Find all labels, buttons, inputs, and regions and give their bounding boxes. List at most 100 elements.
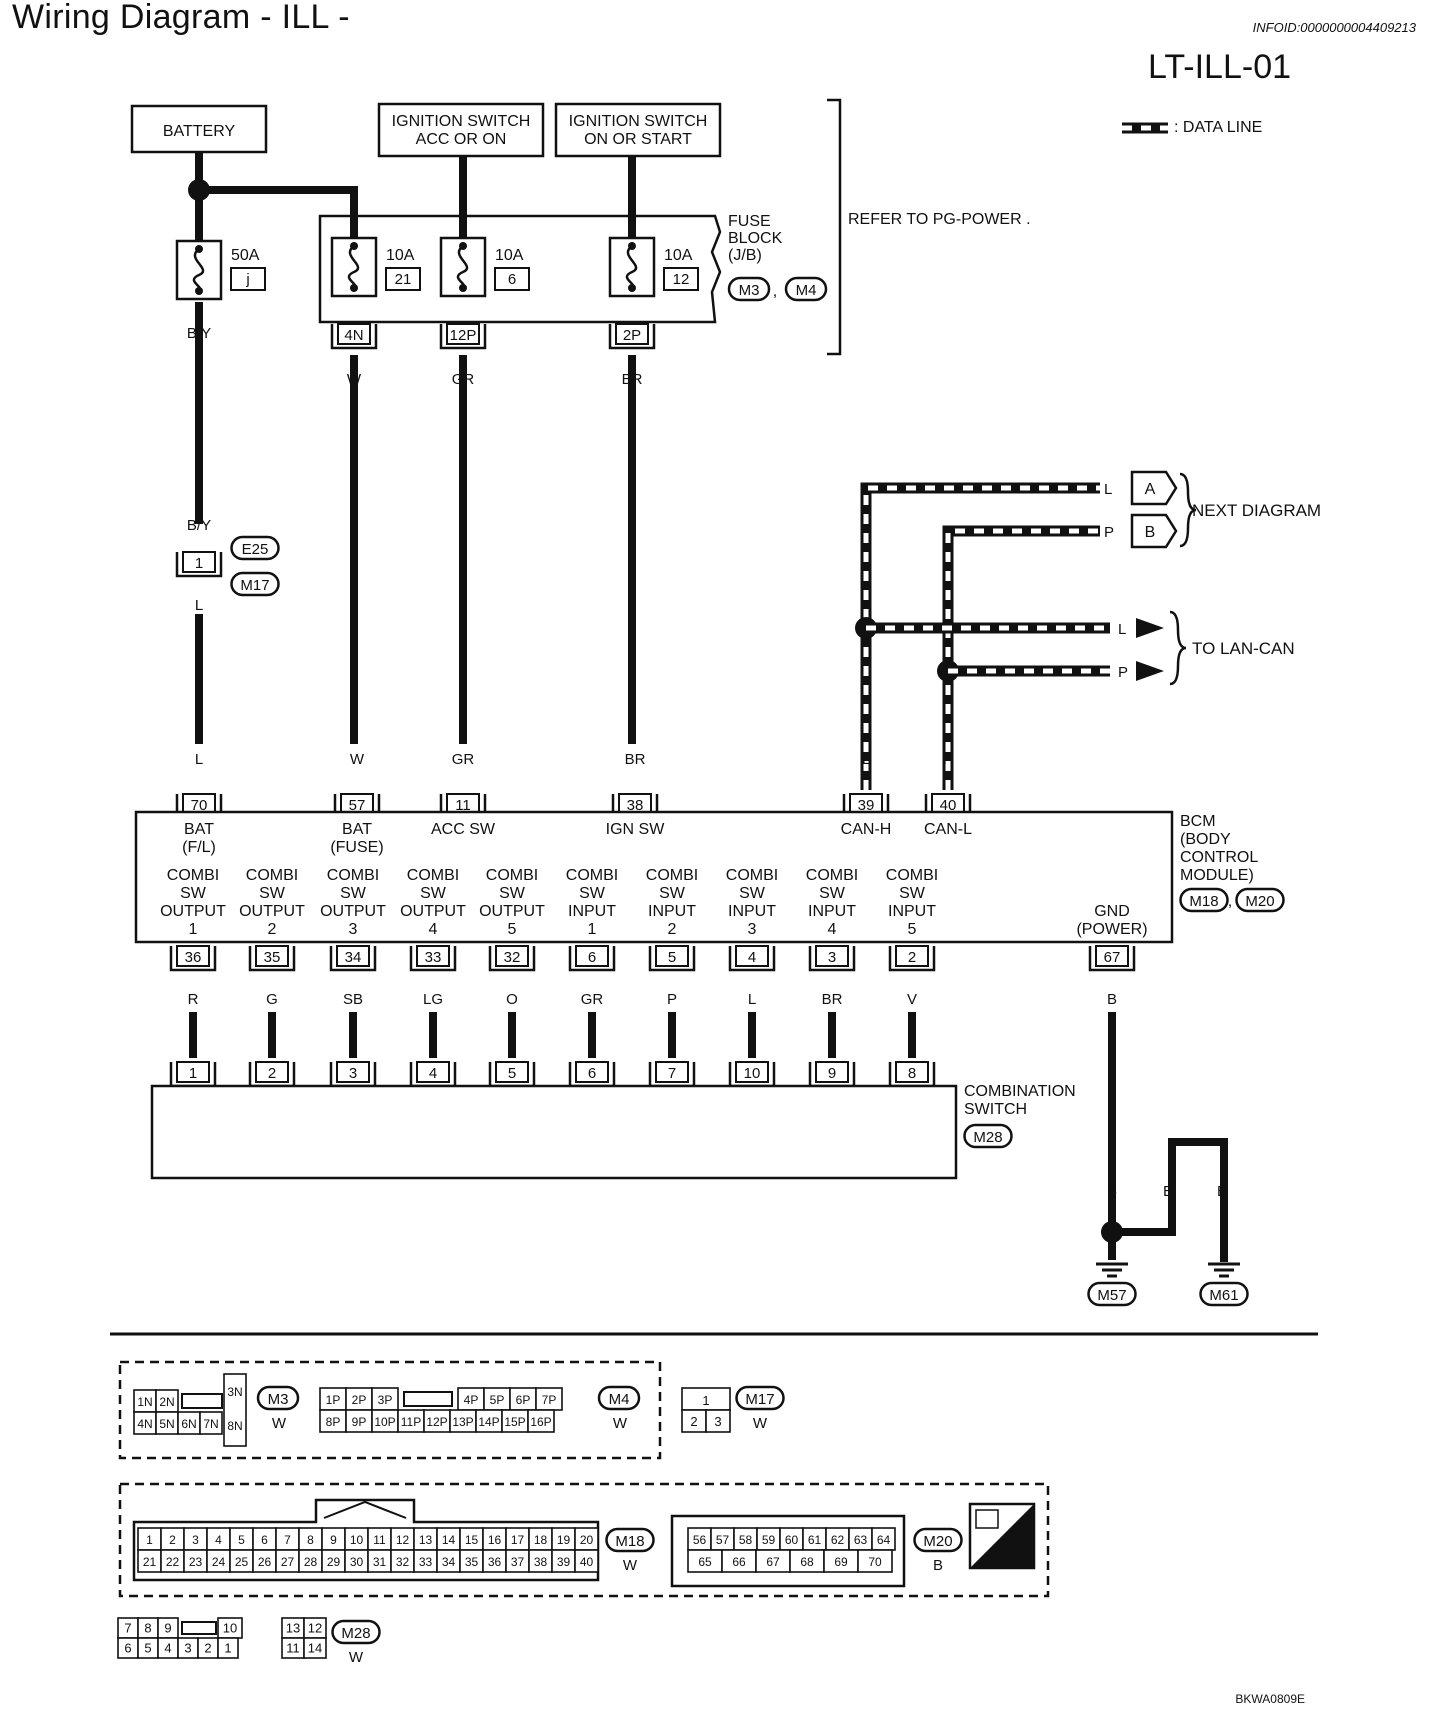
m20-cell: 57 xyxy=(716,1533,730,1547)
pin-box xyxy=(655,945,689,967)
legend-label: : DATA LINE xyxy=(1174,119,1262,136)
bcm-bottom-pin-label: 3 xyxy=(349,921,358,938)
connector-bracket xyxy=(248,946,296,972)
ignition-on-box xyxy=(554,102,722,158)
combi-switch-pin: 4 xyxy=(429,1065,437,1082)
fuse-amp: 50A xyxy=(231,247,260,264)
m18-cell: 27 xyxy=(281,1555,295,1569)
m4-cell: 16P xyxy=(530,1415,551,1429)
connector-bracket xyxy=(439,324,487,350)
fuse-terminal xyxy=(628,284,636,292)
bcm-bottom-pin-label: SW xyxy=(340,885,367,902)
connector-view-m18-label: M18 xyxy=(615,1533,644,1550)
bcm-bottom-pin-label: SW xyxy=(420,885,447,902)
m18-cell: 16 xyxy=(488,1533,502,1547)
combi-switch-pin: 3 xyxy=(349,1065,357,1082)
bcm-bottom-pin: 34 xyxy=(345,949,362,966)
bcm-bottom-pin-label: INPUT xyxy=(568,903,616,920)
combi-switch-pin: 1 xyxy=(189,1065,197,1082)
wire-color: GR xyxy=(581,991,604,1008)
m3-cell: 8N xyxy=(227,1419,242,1433)
wire-color: L xyxy=(748,991,756,1008)
m4-cell: 6P xyxy=(516,1393,531,1407)
connector-view-m3-label: M3 xyxy=(268,1391,289,1408)
combi-switch-pin: 5 xyxy=(508,1065,516,1082)
m4-cell: 9P xyxy=(352,1415,367,1429)
battery-label: BATTERY xyxy=(163,123,236,140)
fuse-terminal xyxy=(350,284,358,292)
m4-cell: 12P xyxy=(426,1415,447,1429)
wire-color: B/Y xyxy=(187,517,211,534)
connector-color: B xyxy=(933,1557,943,1574)
arrow-icon xyxy=(1136,618,1164,638)
fuse-number: 6 xyxy=(508,271,516,288)
m18-cell: 30 xyxy=(350,1555,364,1569)
m4-cell: 11P xyxy=(401,1415,421,1429)
lan-can-brace xyxy=(1169,610,1187,686)
m18-cell: 28 xyxy=(304,1555,318,1569)
m18-cell: 33 xyxy=(419,1555,433,1569)
pin-box xyxy=(255,945,289,967)
m3-cell: 2N xyxy=(159,1395,174,1409)
m4-cell: 5P xyxy=(490,1393,505,1407)
hs-badge-fill xyxy=(970,1504,1034,1568)
connector-bracket xyxy=(808,946,856,972)
bcm-bottom-pin: 5 xyxy=(668,949,676,966)
m4-cell: 8P xyxy=(326,1415,341,1429)
combi-switch-pin: 8 xyxy=(908,1065,916,1082)
m18-cell: 9 xyxy=(330,1533,337,1547)
bcm-bottom-pin-label: COMBI xyxy=(566,867,618,884)
fuse-feed-wire xyxy=(199,186,358,244)
fuse-amp: 10A xyxy=(386,247,415,264)
bcm-bottom-pin-label: INPUT xyxy=(808,903,856,920)
bcm-label: MODULE) xyxy=(1180,867,1254,884)
fuse-block-label: BLOCK xyxy=(728,230,783,247)
m18-cell: 4 xyxy=(215,1533,222,1547)
connector-key xyxy=(181,1621,217,1635)
m3-cell: 7N xyxy=(203,1417,218,1431)
refer-label: REFER TO PG-POWER . xyxy=(848,211,1031,228)
connector-m4-label: M4 xyxy=(796,282,817,299)
wire-color: V xyxy=(907,991,917,1008)
connector-view-m4-label: M4 xyxy=(609,1391,630,1408)
connector-bracket xyxy=(175,552,223,578)
fuse-terminal xyxy=(459,284,467,292)
m18-cell: 34 xyxy=(442,1555,456,1569)
connector-bracket xyxy=(608,324,656,350)
fuse-block-pin: 2P xyxy=(623,327,641,344)
m18-cell: 31 xyxy=(373,1555,387,1569)
connector-view-m18 xyxy=(605,1527,655,1553)
bcm-bottom-pin-label: COMBI xyxy=(726,867,778,884)
ignition-on-label: IGNITION SWITCH xyxy=(569,113,708,130)
connector-e25-label: E25 xyxy=(242,541,269,558)
connector-m4 xyxy=(784,276,828,302)
bcm-bottom-pin: 4 xyxy=(748,949,756,966)
m18-cell: 12 xyxy=(396,1533,410,1547)
bcm-top-pin-label: CAN-H xyxy=(841,821,892,838)
bcm-bottom-pin-label: 5 xyxy=(508,921,517,938)
m18-cell: 22 xyxy=(166,1555,180,1569)
bcm-bottom-pin-label: SW xyxy=(180,885,207,902)
connector-cell xyxy=(223,1373,247,1447)
connector-color: W xyxy=(613,1415,628,1432)
m18-cell: 21 xyxy=(143,1555,157,1569)
m20-cell: 70 xyxy=(868,1555,882,1569)
fuse-number-box xyxy=(494,267,530,291)
wire-color: BR xyxy=(822,991,843,1008)
connector-cell xyxy=(705,1409,731,1433)
m17-cell: 3 xyxy=(714,1414,721,1429)
next-diagram-b-label: B xyxy=(1145,524,1156,541)
fuse-amp: 10A xyxy=(495,247,524,264)
m3-cell: 1N xyxy=(137,1395,152,1409)
bcm-gnd-label: GND xyxy=(1094,903,1130,920)
connector-color: W xyxy=(272,1415,287,1432)
bcm-bottom-pin-label: SW xyxy=(819,885,846,902)
connector-cell xyxy=(527,1409,555,1433)
pin-box xyxy=(655,1061,689,1083)
m17-cell: 1 xyxy=(702,1393,709,1408)
lan-can-label: TO LAN-CAN xyxy=(1192,639,1295,658)
combi-switch-pin: 10 xyxy=(744,1065,761,1082)
m28-cell: 10 xyxy=(223,1620,237,1635)
pin-box xyxy=(575,1061,609,1083)
